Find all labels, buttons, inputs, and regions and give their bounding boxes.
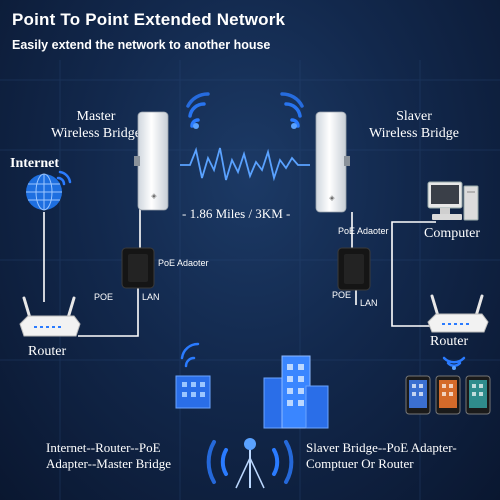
right-caption: Slaver Bridge--PoE Adapter- Comptuer Or …: [306, 440, 457, 472]
wifi-signal-icon: [206, 438, 294, 489]
computer-label: Computer: [424, 226, 480, 241]
poe-adapter-icon: [337, 247, 371, 291]
signal-waveform: [180, 146, 310, 182]
wifi-signal-icon: [186, 92, 210, 129]
globe-icon: [26, 170, 72, 211]
svg-text:◈: ◈: [329, 194, 335, 202]
smartphone-icon: [405, 375, 491, 415]
left-poe-adapter-label: PoE Adaoter: [158, 258, 209, 268]
right-caption-line2: Comptuer Or Router: [306, 456, 414, 471]
wifi-signal-icon: [280, 92, 304, 129]
left-router-label: Router: [28, 344, 67, 359]
wifi-signal-icon: [442, 356, 466, 370]
master-bridge-label: Master Wireless Bridge: [36, 108, 156, 142]
right-caption-line1: Slaver Bridge--PoE Adapter-: [306, 440, 457, 455]
router-icon: [427, 294, 489, 333]
left-lan-port-label: LAN: [142, 292, 160, 302]
computer-icon: [427, 181, 479, 221]
left-poe-port-label: POE: [94, 292, 114, 302]
left-caption: Internet--Router--PoE Adapter--Master Br…: [46, 440, 171, 472]
slaver-bridge-label-line1: Slaver: [396, 109, 432, 124]
left-caption-line1: Internet--Router--PoE: [46, 440, 161, 455]
left-caption-line2: Adapter--Master Bridge: [46, 456, 171, 471]
page-title: Point To Point Extended Network: [12, 10, 286, 29]
distance-label: - 1.86 Miles / 3KM -: [182, 206, 291, 221]
right-router-label: Router: [430, 334, 469, 349]
right-poe-port-label: POE: [332, 290, 352, 300]
slaver-bridge-label-line2: Wireless Bridge: [368, 126, 460, 141]
right-lan-port-label: LAN: [360, 298, 378, 308]
poe-adapter-icon: [121, 247, 155, 289]
building-icon: [263, 355, 329, 429]
svg-text:◈: ◈: [151, 192, 157, 200]
slaver-bridge-device: ◈: [315, 111, 350, 213]
building-icon: [175, 342, 211, 409]
right-poe-adapter-label: PoE Adaoter: [338, 226, 389, 236]
page-subtitle: Easily extend the network to another hou…: [12, 38, 271, 52]
master-bridge-label-line1: Master: [76, 109, 116, 124]
internet-label: Internet: [10, 156, 59, 171]
slaver-bridge-label: Slaver Wireless Bridge: [354, 108, 474, 142]
master-bridge-device: ◈: [134, 111, 169, 211]
router-icon: [19, 296, 81, 337]
master-bridge-label-line2: Wireless Bridge: [50, 126, 142, 141]
